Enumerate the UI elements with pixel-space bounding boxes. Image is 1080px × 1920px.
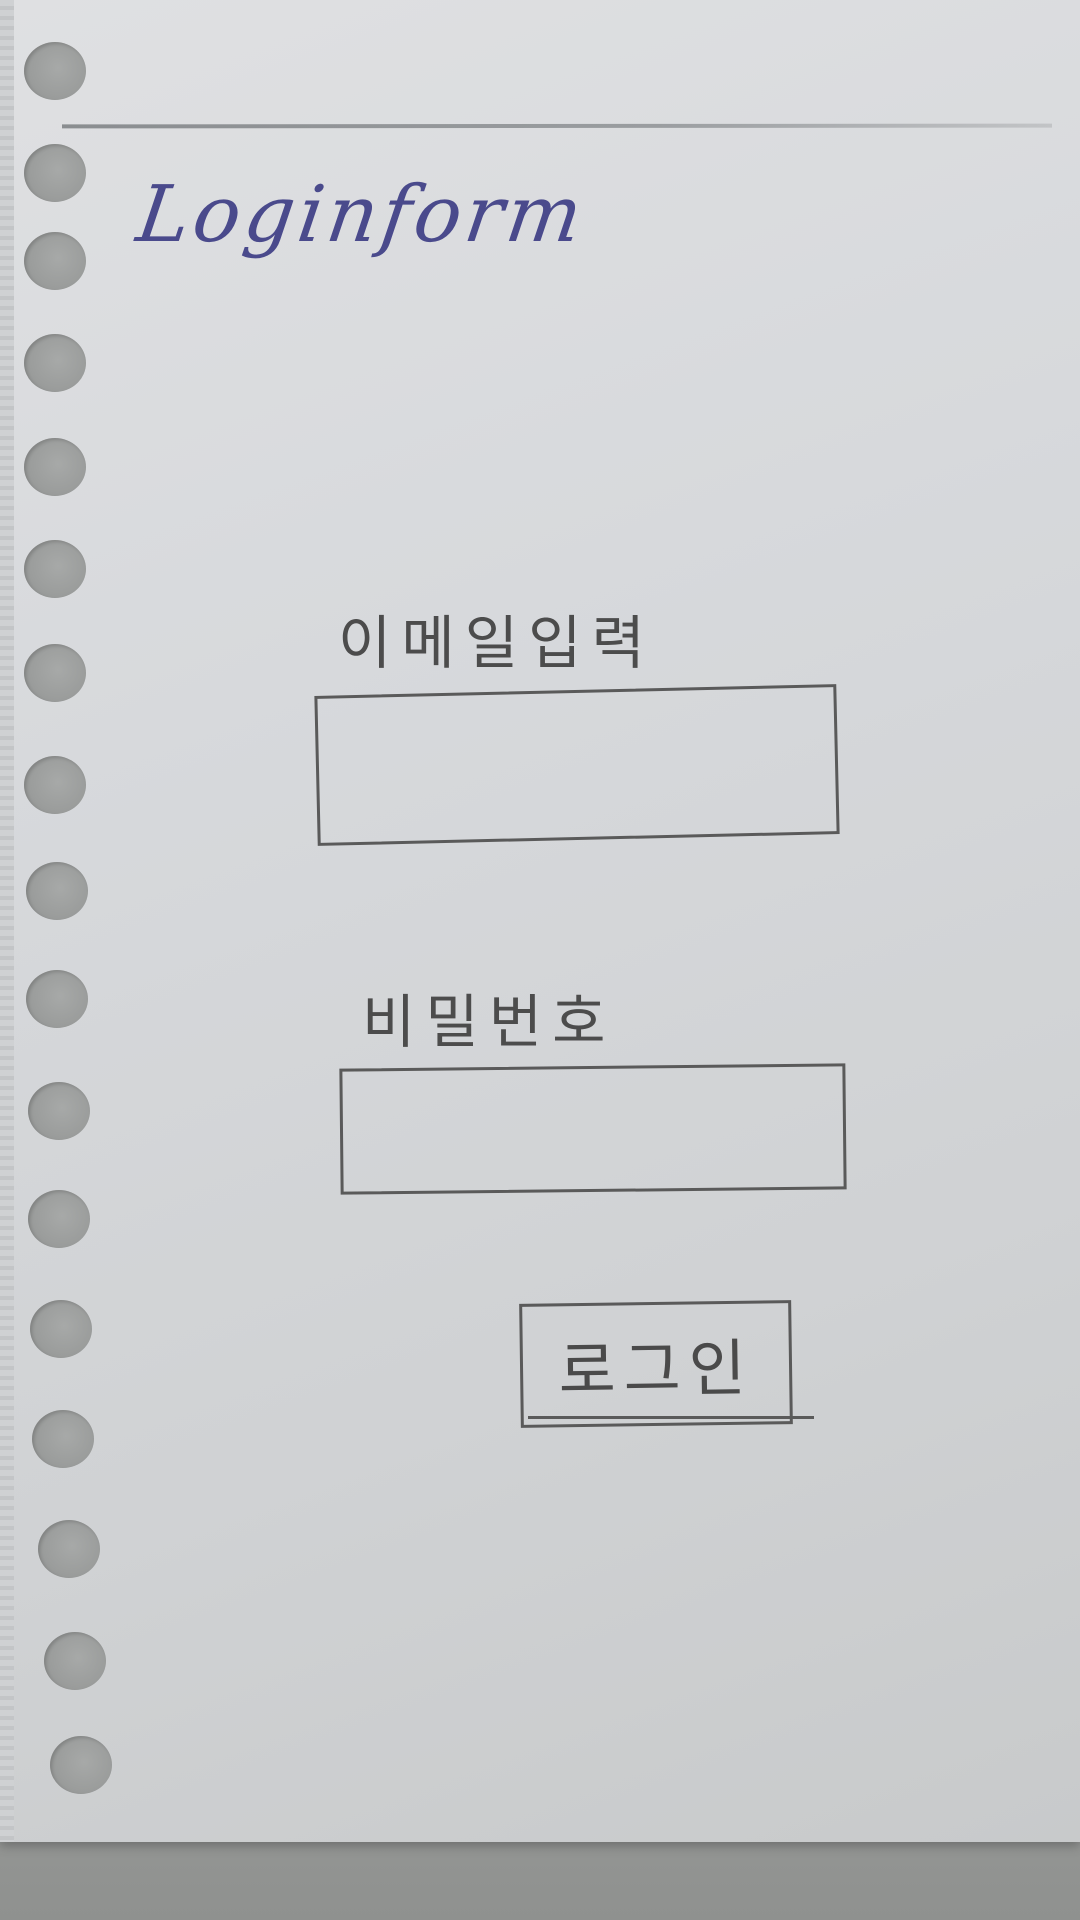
binder-hole [24, 540, 86, 598]
binder-hole [44, 1632, 106, 1690]
email-input[interactable] [314, 684, 840, 846]
button-underline [528, 1416, 814, 1419]
binder-hole [38, 1520, 100, 1578]
notebook-paper: Loginform 이메일입력 비밀번호 로그인 [0, 0, 1080, 1842]
binder-hole [24, 644, 86, 702]
email-label: 이메일입력 [338, 609, 655, 677]
binder-hole [24, 42, 86, 100]
login-button[interactable]: 로그인 [519, 1300, 793, 1428]
binder-hole [24, 756, 86, 814]
torn-edge [0, 0, 14, 1842]
binder-hole [24, 144, 86, 202]
binder-hole [24, 438, 86, 496]
binder-hole [50, 1736, 112, 1794]
binder-hole [28, 1190, 90, 1248]
binder-hole [28, 1082, 90, 1140]
form-title: Loginform [131, 170, 592, 260]
binder-hole [26, 862, 88, 920]
binder-hole [26, 970, 88, 1028]
binder-hole [24, 232, 86, 290]
binder-hole [32, 1410, 94, 1468]
margin-line [61, 123, 1053, 129]
binder-hole [30, 1300, 92, 1358]
password-label: 비밀번호 [362, 988, 616, 1056]
password-input[interactable] [339, 1063, 847, 1195]
binder-hole [24, 334, 86, 392]
